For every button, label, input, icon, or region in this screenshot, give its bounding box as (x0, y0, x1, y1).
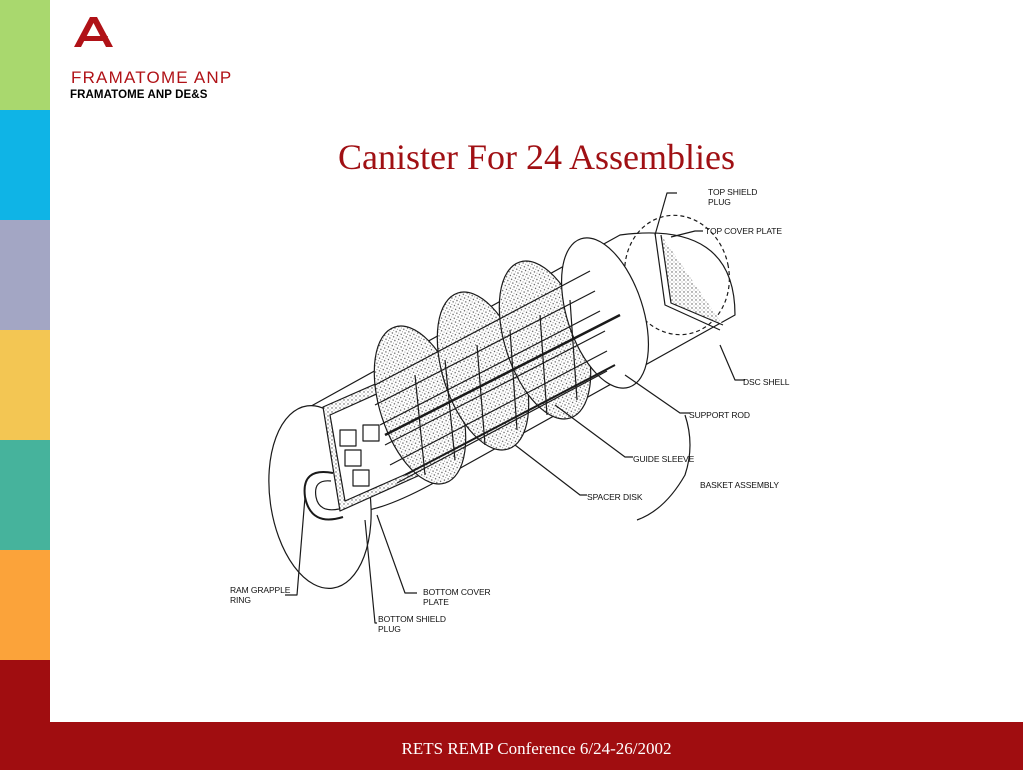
sidebar-stripe (0, 440, 50, 550)
canister-cutaway-drawing (268, 192, 745, 624)
sidebar-stripe (0, 660, 50, 770)
sidebar-stripe (0, 550, 50, 660)
division-label: FRAMATOME ANP DE&S (70, 89, 208, 101)
callout-basket-assembly: BASKET ASSEMBLY (700, 480, 779, 490)
footer-text: RETS REMP Conference 6/24-26/2002 (401, 739, 672, 758)
callout-top-cover-plate: TOP COVER PLATE (705, 226, 782, 236)
callout-dsc-shell: DSC SHELL (743, 377, 790, 387)
sidebar-stripe (0, 220, 50, 330)
callout-guide-sleeve: GUIDE SLEEVE (633, 454, 695, 464)
sidebar-stripe (0, 0, 50, 110)
sidebar-stripe (0, 330, 50, 440)
logo-wordmark: FRAMATOME ANP (71, 68, 233, 87)
framatome-logo: FRAMATOME ANP (70, 14, 290, 86)
sidebar-color-stripes (0, 0, 50, 770)
sidebar-stripe (0, 110, 50, 220)
callout-support-rod: SUPPORT ROD (689, 410, 750, 420)
callout-spacer-disk: SPACER DISK (587, 492, 643, 502)
footer-bar: RETS REMP Conference 6/24-26/2002 (50, 722, 1023, 770)
page-title: Canister For 24 Assemblies (338, 137, 735, 177)
framatome-a-icon (74, 17, 113, 47)
